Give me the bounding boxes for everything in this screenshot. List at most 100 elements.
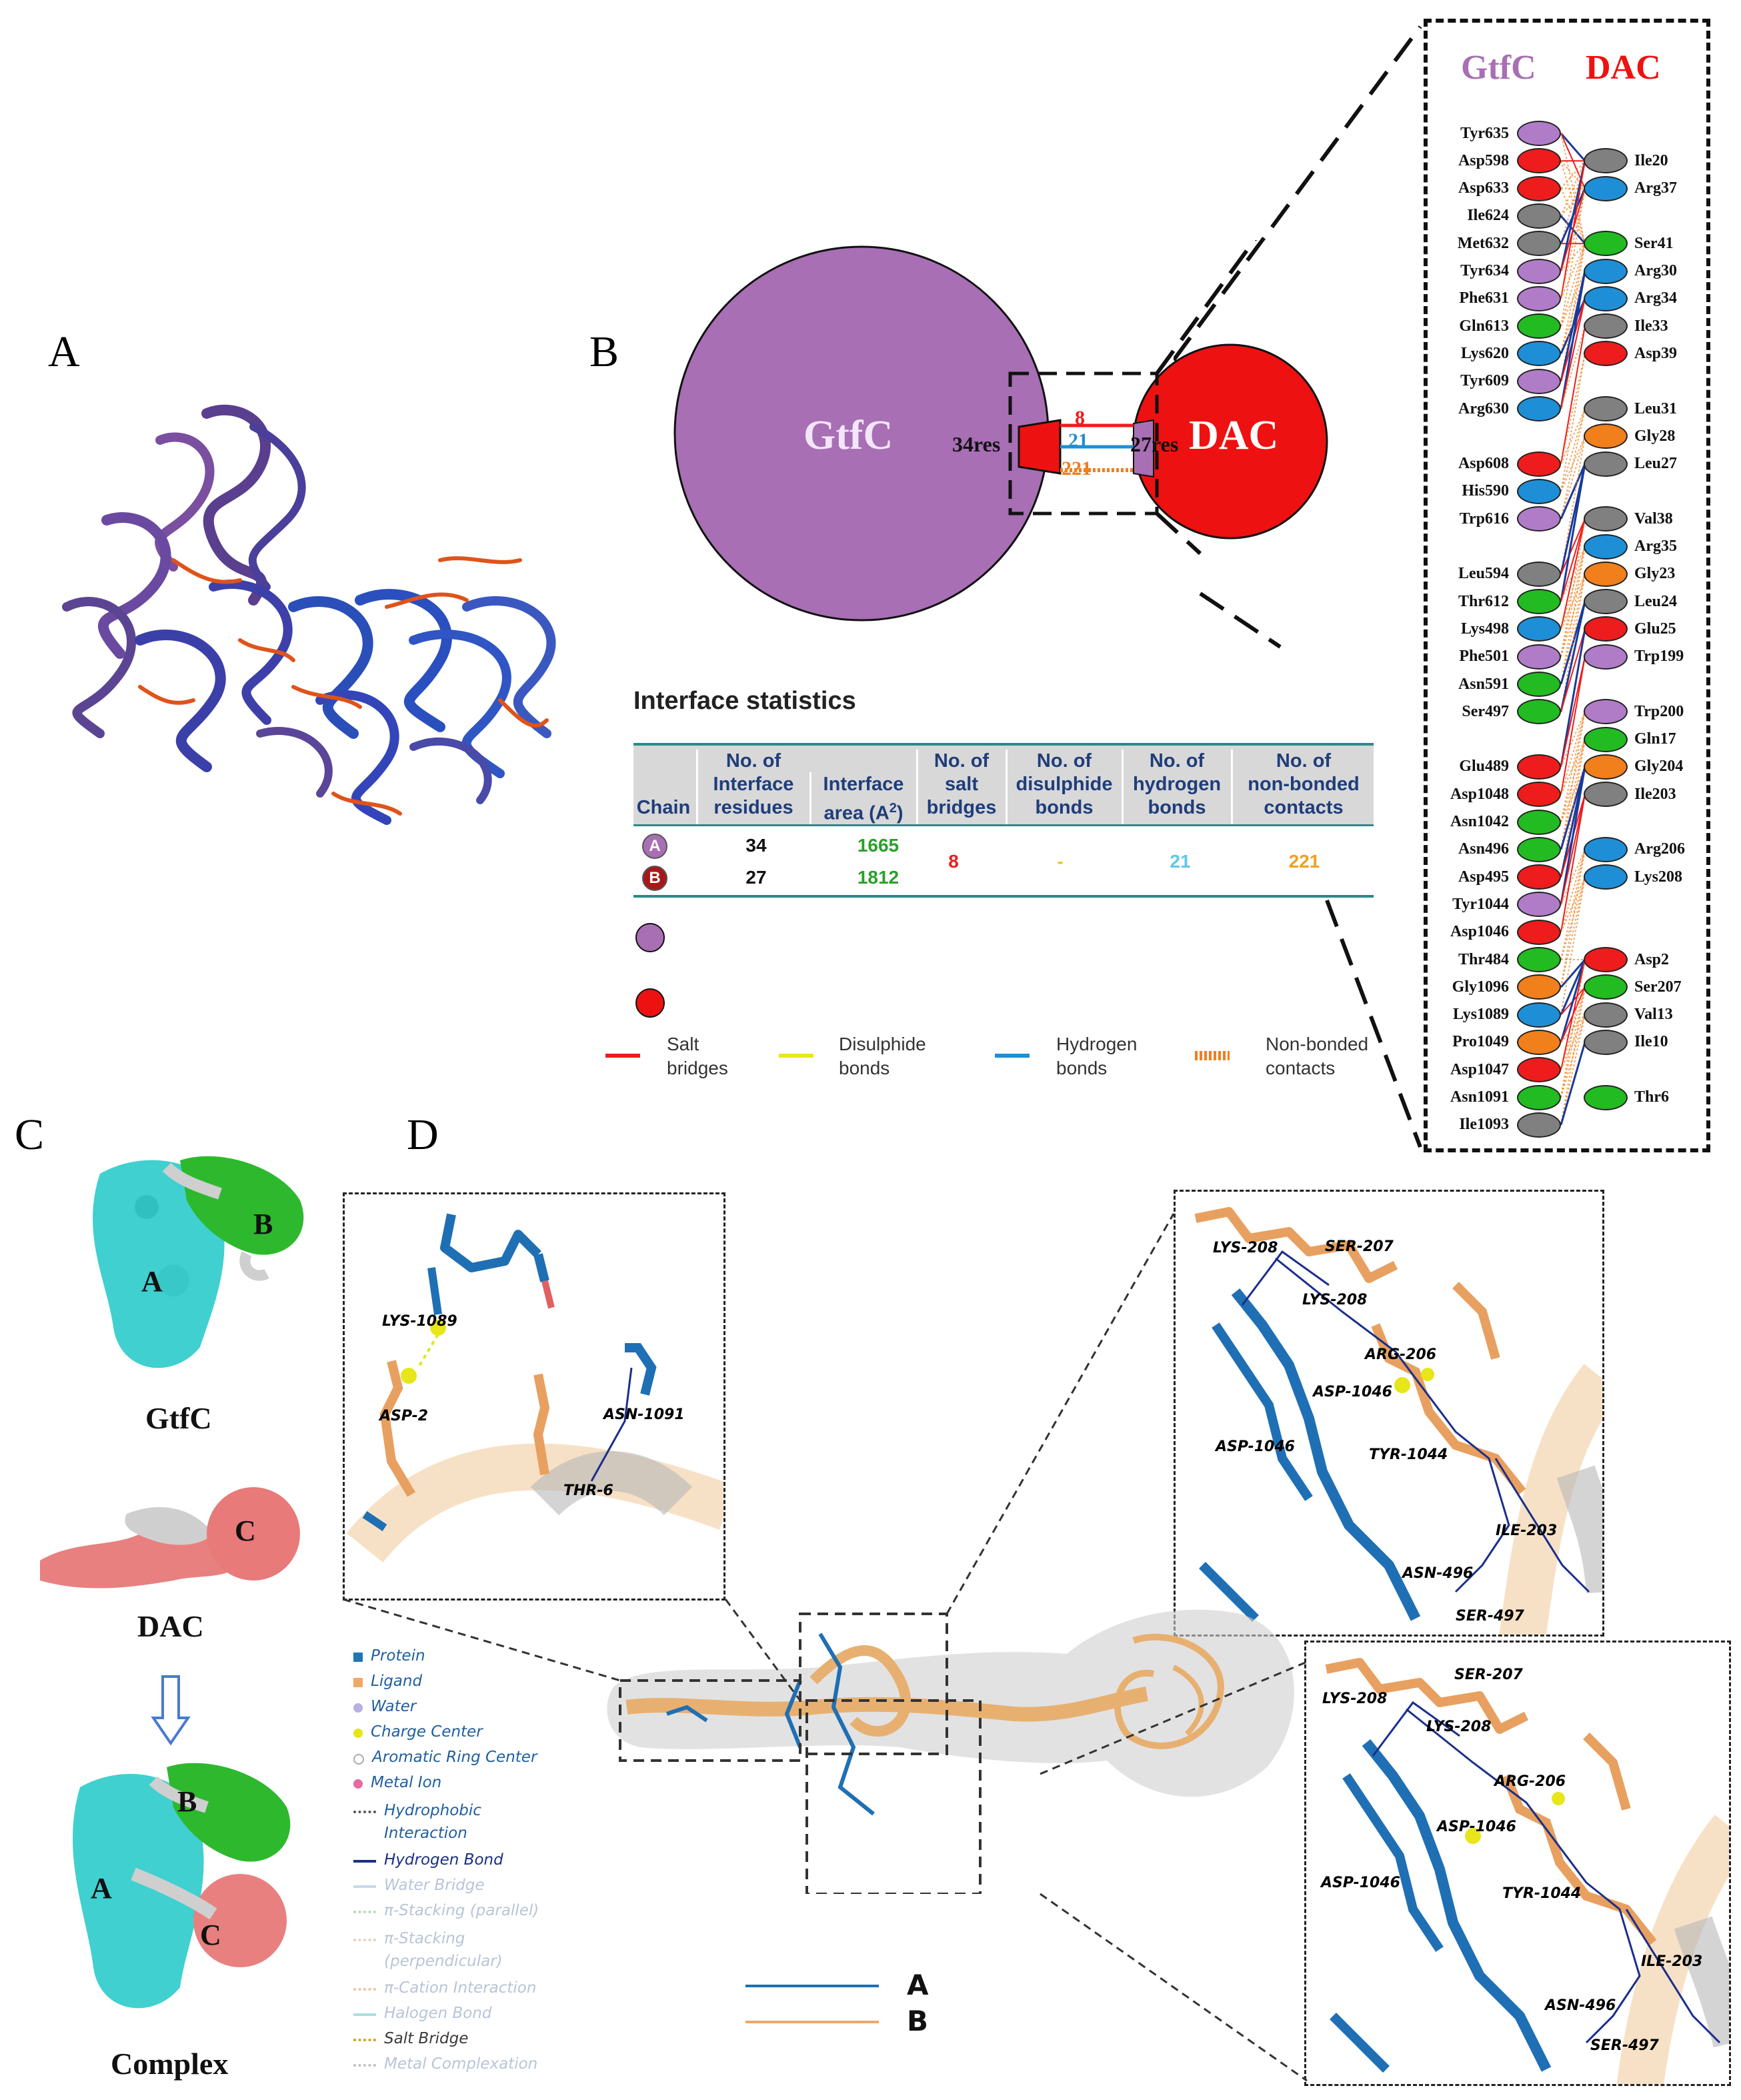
gtfc-residue-name: Thr484	[1458, 950, 1509, 968]
residue-contact-line	[1560, 161, 1586, 299]
dac-residue: Glu25	[1584, 616, 1676, 642]
salt-bridges-value: 8	[948, 851, 959, 872]
gtfc-residue: Phe501	[1437, 644, 1561, 670]
residue-contact-line	[1560, 876, 1586, 1015]
legend-label: π-Stacking (perpendicular)	[384, 1930, 503, 1970]
complex-domain-b-label: B	[177, 1785, 197, 1818]
legend-marker-icon	[353, 1885, 376, 1888]
interface-diagram	[673, 240, 1328, 622]
dac-residue: Gln17	[1584, 726, 1676, 753]
dac-residue-name: Ser207	[1634, 978, 1682, 996]
dac-residue: Trp200	[1584, 698, 1684, 725]
dac-residue-name: Gly204	[1634, 758, 1684, 776]
gtfc-residue-name: Asn1042	[1450, 813, 1509, 830]
inset3-asn496: ASN-496	[1545, 1997, 1616, 2014]
dac-residue: Arg34	[1584, 285, 1677, 312]
dac-residue-oval	[1584, 974, 1628, 1000]
legend-item: Ligand	[353, 1670, 553, 1693]
inset-interface-bottom: LYS-208 SER-207 LYS-208 ARG-206 ASP-1046…	[1304, 1641, 1731, 2086]
inset1-asn1091-label: ASN-1091	[603, 1406, 685, 1423]
protein-ribbon-structure	[62, 404, 556, 825]
gtfc-residue: Asp598	[1437, 147, 1561, 174]
gtfc-residue-name: Leu594	[1458, 565, 1509, 583]
dac-residue: Trp199	[1584, 644, 1684, 670]
legend-label: π-Cation Interaction	[384, 1979, 537, 1997]
panel-c-letter: C	[15, 1110, 45, 1159]
inset2-ile203: ILE-203	[1496, 1522, 1558, 1539]
gtfc-residue: Asn1091	[1437, 1084, 1561, 1111]
stats-header-rule	[633, 824, 1374, 826]
legend-label: π-Stacking (parallel)	[384, 1902, 539, 1919]
inset3-ile203: ILE-203	[1641, 1953, 1703, 1970]
legend-item: Salt Bridge	[353, 2027, 553, 2050]
gtfc-surface	[93, 1156, 304, 1368]
gtfc-residue-name: Gln613	[1459, 317, 1509, 335]
inset3-lys208-b: LYS-208	[1426, 1719, 1492, 1735]
gtfc-residue-oval	[1517, 864, 1561, 890]
panel-b-letter: B	[589, 327, 619, 376]
zoom-connectors	[1174, 25, 1422, 1148]
gtfc-residue: Gly1096	[1437, 974, 1561, 1000]
gtfc-residue-oval	[1517, 892, 1561, 918]
dac-residue-oval	[1584, 644, 1628, 670]
dac-circle-label: DAC	[1189, 413, 1279, 458]
stats-bottom-rule	[633, 895, 1374, 898]
nonbonded-legend-swatch	[1195, 1051, 1230, 1060]
dac-residue-name: Asp2	[1634, 950, 1670, 968]
hbonds-value: 21	[1170, 851, 1191, 872]
dac-residue: Gly28	[1584, 423, 1675, 449]
residue-contact-line	[1560, 325, 1586, 464]
residue-contact-line	[1560, 298, 1586, 409]
residue-contact-line	[1560, 712, 1586, 822]
legend-label: Ligand	[371, 1673, 423, 1690]
chain-a-badge: A	[642, 834, 667, 859]
residue-contact-line	[1560, 739, 1586, 878]
dac-residue-oval	[1584, 451, 1628, 477]
gtfc-residue: Asp608	[1437, 451, 1561, 477]
legend-label: Hydrogen Bond	[384, 1851, 503, 1869]
dac-residue-name: Leu24	[1634, 592, 1678, 610]
dac-residue: Lys208	[1584, 864, 1682, 890]
gtfc-residue-name: Asp608	[1458, 455, 1509, 473]
gtfc-residue: Tyr609	[1437, 368, 1561, 395]
residue-contact-line	[1560, 876, 1586, 988]
legend-marker-icon	[353, 1779, 363, 1789]
gtfc-residue-name: Ser497	[1462, 702, 1509, 720]
residue-contact-line	[1560, 849, 1586, 960]
residue-contact-line	[1560, 271, 1586, 409]
dac-residue-oval	[1584, 534, 1628, 560]
residue-contact-line	[1560, 712, 1586, 850]
dac-residue-name: Ile203	[1634, 785, 1676, 803]
legend-label: Metal Complexation	[384, 2055, 538, 2073]
dac-residue: Ile203	[1584, 781, 1676, 808]
gtfc-residue: Asp633	[1437, 175, 1561, 202]
gtfc-residue-oval	[1517, 148, 1561, 174]
legend-marker-icon	[353, 2013, 376, 2016]
gtfc-residue-oval	[1517, 231, 1561, 257]
complex-surface	[73, 1763, 291, 2009]
gtfc-residue: Asn1042	[1437, 809, 1561, 836]
legend-label: Aromatic Ring Center	[372, 1749, 537, 1766]
dac-residue-name: Val38	[1634, 509, 1673, 528]
gtfc-residue-oval	[1517, 616, 1561, 642]
gtfc-residue-name: Asp495	[1458, 868, 1509, 886]
complex-domain-c-label: C	[200, 1919, 221, 1951]
dac-residue: Leu31	[1584, 395, 1677, 422]
residue-contact-line	[1560, 959, 1586, 1016]
gtfc-residue: Leu594	[1437, 561, 1561, 588]
chain-b-area: 1812	[857, 867, 900, 888]
legend-item: Hydrophobic Interaction	[353, 1799, 553, 1845]
legend-label: Charge Center	[371, 1723, 483, 1741]
residue-contact-line	[1560, 160, 1586, 271]
gtfc-residue-oval	[1517, 313, 1561, 339]
inset3-tyr1044: TYR-1044	[1502, 1885, 1582, 1902]
legend-item: Protein	[353, 1645, 553, 1667]
nonbonded-value: 221	[1288, 851, 1320, 872]
stats-title: Interface statistics	[633, 687, 856, 715]
gtfc-residue-name: Asn1091	[1450, 1088, 1509, 1106]
dac-residue-name: Leu31	[1634, 399, 1678, 417]
dac-residue-name: Lys208	[1634, 868, 1683, 886]
